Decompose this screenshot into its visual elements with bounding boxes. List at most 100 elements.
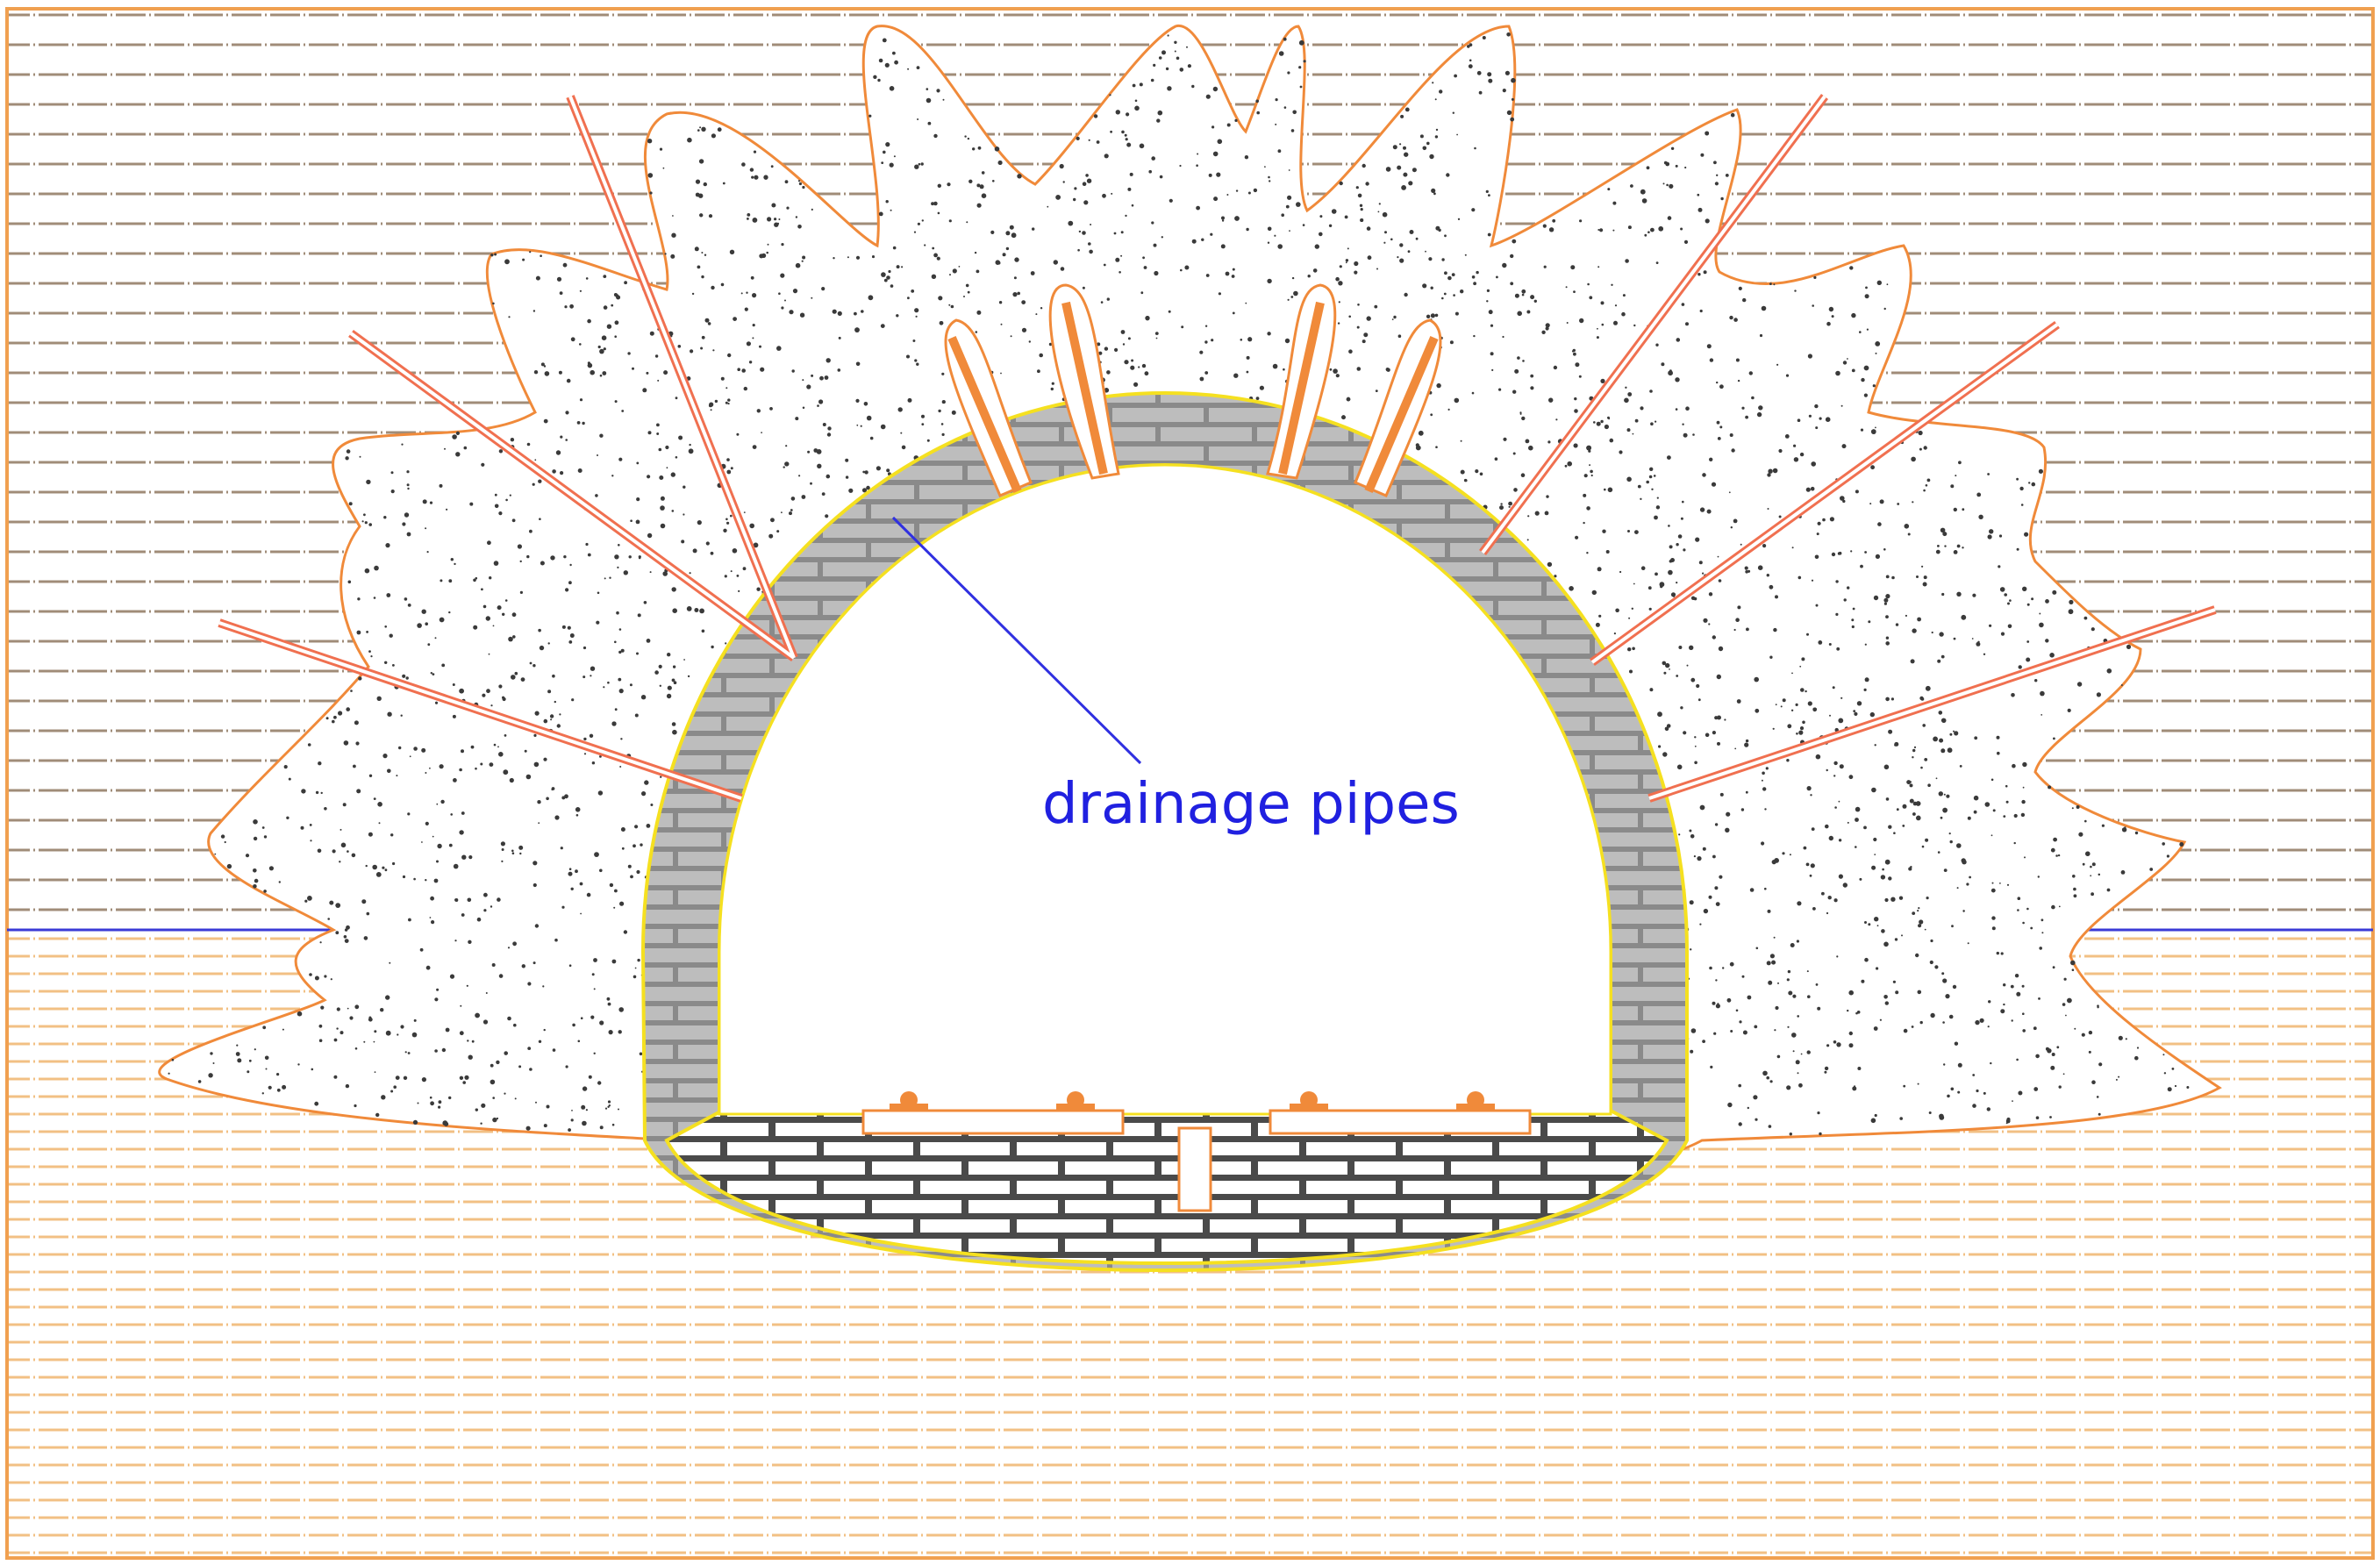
grout-speck bbox=[1924, 928, 1926, 931]
grout-speck bbox=[781, 243, 784, 247]
grout-speck bbox=[1716, 674, 1722, 680]
grout-speck bbox=[1838, 718, 1844, 724]
grout-speck bbox=[1360, 208, 1363, 211]
grout-speck bbox=[582, 1120, 587, 1126]
grout-speck bbox=[1776, 363, 1779, 366]
grout-speck bbox=[421, 1077, 426, 1083]
grout-speck bbox=[1943, 868, 1948, 872]
grout-speck bbox=[1864, 957, 1869, 962]
grout-speck bbox=[1542, 224, 1547, 228]
grout-speck bbox=[1415, 443, 1419, 447]
grout-speck bbox=[320, 1005, 325, 1010]
grout-speck bbox=[254, 1048, 256, 1051]
grout-speck bbox=[1378, 203, 1381, 205]
grout-speck bbox=[627, 352, 631, 355]
grout-speck bbox=[694, 247, 699, 252]
grout-speck bbox=[1991, 926, 1996, 931]
grout-speck bbox=[1818, 640, 1823, 645]
grout-speck bbox=[1408, 181, 1413, 186]
grout-speck bbox=[1806, 786, 1812, 791]
grout-speck bbox=[529, 251, 532, 254]
grout-speck bbox=[825, 514, 829, 518]
grout-speck bbox=[994, 146, 1000, 152]
grout-speck bbox=[641, 791, 647, 797]
grout-speck bbox=[1948, 833, 1951, 835]
grout-speck bbox=[1475, 469, 1479, 474]
grout-speck bbox=[634, 967, 637, 969]
grout-speck bbox=[1002, 253, 1006, 257]
grout-speck bbox=[1226, 194, 1229, 196]
grout-speck bbox=[368, 832, 373, 837]
grout-speck bbox=[1767, 508, 1769, 510]
grout-speck bbox=[1791, 547, 1794, 549]
grout-speck bbox=[1446, 173, 1450, 177]
grout-speck bbox=[1753, 1095, 1758, 1100]
grout-speck bbox=[375, 1112, 380, 1118]
grout-speck bbox=[1966, 883, 1969, 886]
grout-speck bbox=[1591, 590, 1597, 596]
grout-speck bbox=[1921, 845, 1925, 848]
grout-speck bbox=[1312, 268, 1318, 273]
grout-speck bbox=[579, 343, 582, 346]
grout-speck bbox=[918, 162, 921, 166]
grout-speck bbox=[726, 469, 732, 475]
grout-speck bbox=[1767, 909, 1771, 913]
grout-speck bbox=[790, 509, 793, 511]
grout-speck bbox=[1699, 309, 1703, 313]
grout-speck bbox=[1303, 60, 1306, 63]
grout-speck bbox=[1708, 592, 1713, 597]
grout-speck bbox=[1490, 352, 1494, 356]
grout-speck bbox=[354, 1004, 360, 1010]
grout-speck bbox=[1714, 716, 1719, 720]
grout-speck bbox=[1755, 708, 1760, 713]
grout-speck bbox=[1917, 1083, 1919, 1085]
grout-speck bbox=[1842, 883, 1848, 888]
grout-speck bbox=[646, 639, 651, 643]
grout-speck bbox=[1835, 612, 1839, 617]
grout-speck bbox=[642, 388, 647, 393]
grout-speck bbox=[537, 800, 541, 804]
grout-speck bbox=[1851, 618, 1855, 622]
grout-speck bbox=[1895, 990, 1899, 995]
grout-speck bbox=[926, 88, 929, 90]
grout-speck bbox=[1871, 787, 1876, 793]
grout-speck bbox=[603, 686, 605, 689]
grout-speck bbox=[572, 1023, 575, 1027]
grout-speck bbox=[1333, 368, 1338, 374]
grout-speck bbox=[1737, 605, 1741, 610]
grout-speck bbox=[1745, 739, 1749, 743]
grout-speck bbox=[580, 912, 582, 915]
grout-speck bbox=[339, 828, 342, 831]
grout-speck bbox=[1658, 226, 1663, 232]
grout-speck bbox=[1167, 34, 1169, 37]
grout-speck bbox=[1357, 304, 1360, 306]
grout-speck bbox=[396, 775, 398, 777]
grout-speck bbox=[2045, 639, 2049, 643]
grout-speck bbox=[767, 243, 769, 246]
grout-speck bbox=[753, 150, 757, 154]
grout-speck bbox=[760, 367, 765, 372]
grout-speck bbox=[883, 150, 886, 154]
grout-speck bbox=[1969, 875, 1972, 879]
grout-speck bbox=[2057, 854, 2061, 857]
grout-speck bbox=[1729, 315, 1733, 320]
grout-speck bbox=[1708, 895, 1712, 899]
grout-speck bbox=[629, 683, 633, 687]
grout-speck bbox=[441, 1047, 447, 1053]
grout-speck bbox=[1502, 89, 1506, 93]
grout-speck bbox=[345, 456, 349, 461]
grout-speck bbox=[1530, 386, 1534, 390]
grout-speck bbox=[1680, 706, 1683, 710]
grout-speck bbox=[798, 182, 803, 186]
grout-speck bbox=[1989, 624, 1992, 627]
grout-speck bbox=[1860, 428, 1864, 432]
grout-speck bbox=[2134, 831, 2139, 835]
grout-speck bbox=[481, 1103, 486, 1108]
grout-speck bbox=[434, 997, 439, 1002]
grout-speck bbox=[822, 423, 826, 426]
grout-speck bbox=[1897, 503, 1900, 505]
grout-speck bbox=[2026, 907, 2029, 911]
grout-speck bbox=[1124, 360, 1129, 365]
grout-speck bbox=[1247, 337, 1253, 342]
grout-speck bbox=[504, 1051, 508, 1055]
